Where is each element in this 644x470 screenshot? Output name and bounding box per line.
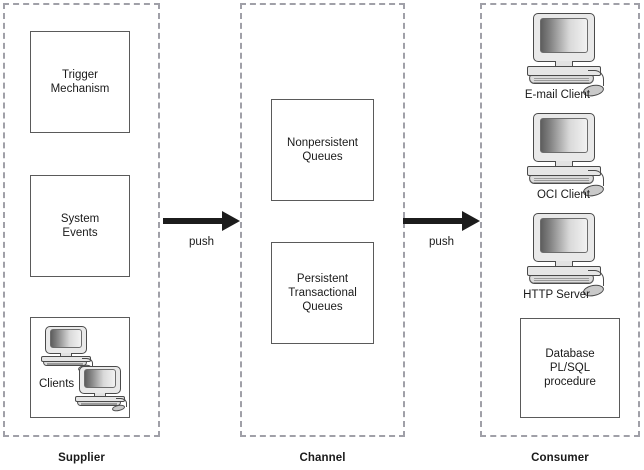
keyboard-icon (528, 175, 595, 184)
box-clients: Clients (30, 317, 130, 418)
http-server-computer-icon (527, 213, 605, 298)
mouse-cord (116, 398, 127, 407)
keyboard-icon (528, 75, 595, 84)
monitor-case (533, 13, 595, 63)
lane-consumer (480, 3, 640, 437)
box-trigger-mechanism-label: Trigger Mechanism (50, 69, 110, 95)
email-client-computer-icon (527, 13, 605, 98)
box-nonpersistent-queues: Nonpersistent Queues (271, 99, 374, 201)
arrow-head (222, 211, 240, 231)
keyboard-icon (528, 275, 595, 284)
arrow-label-push-2: push (429, 236, 454, 248)
monitor-screen (49, 329, 83, 349)
box-database-plsql-procedure-label: Database PL/SQL procedure (544, 348, 596, 388)
monitor-screen (539, 218, 589, 254)
arrow-channel-to-consumer (403, 211, 480, 231)
monitor-case (533, 113, 595, 163)
lane-label-supplier: Supplier (58, 452, 105, 464)
http-server-label: HTTP Server (523, 289, 590, 301)
monitor-case (533, 213, 595, 263)
box-nonpersistent-queues-label: Nonpersistent Queues (287, 137, 358, 163)
arrow-head (462, 211, 480, 231)
email-client-label: E-mail Client (524, 89, 590, 101)
box-trigger-mechanism: Trigger Mechanism (30, 31, 130, 133)
mouse-cord (587, 169, 604, 186)
arrow-shaft (163, 218, 223, 224)
arrow-supplier-to-channel (163, 211, 240, 231)
lane-channel (240, 3, 405, 437)
monitor-screen (539, 118, 589, 154)
client-computer-2-icon (75, 366, 127, 412)
box-system-events: System Events (30, 175, 130, 277)
box-persistent-transactional-queues: Persistent Transactional Queues (271, 242, 374, 344)
box-clients-label: Clients (39, 378, 75, 390)
monitor-case (79, 366, 121, 394)
box-system-events-label: System Events (60, 213, 100, 239)
monitor-screen (83, 369, 117, 389)
lane-label-consumer: Consumer (531, 452, 589, 464)
lane-label-channel: Channel (299, 452, 346, 464)
mouse-cord (587, 269, 604, 286)
oci-client-label: OCI Client (536, 189, 590, 201)
client-computer-1-icon (41, 326, 93, 372)
mouse-cord (82, 358, 93, 367)
oci-client-computer-icon (527, 113, 605, 198)
box-database-plsql-procedure: Database PL/SQL procedure (520, 318, 620, 418)
monitor-case (45, 326, 87, 354)
arrow-shaft (403, 218, 463, 224)
mouse-cord (587, 69, 604, 86)
lane-supplier (3, 3, 160, 437)
arrow-label-push-1: push (189, 236, 214, 248)
box-persistent-transactional-queues-label: Persistent Transactional Queues (288, 273, 357, 313)
monitor-screen (539, 18, 589, 54)
